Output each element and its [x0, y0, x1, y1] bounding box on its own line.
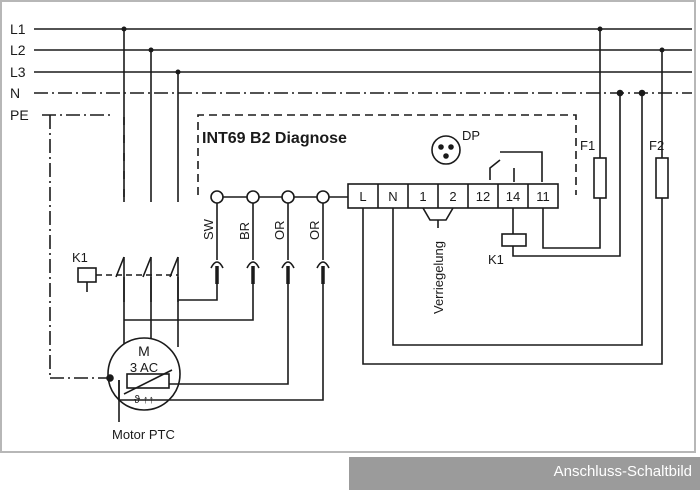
wire-label-or-2: OR: [307, 221, 322, 241]
caption-bar: Anschluss-Schaltbild: [349, 457, 700, 490]
motor-type: 3 AC: [130, 360, 158, 375]
terminal-1: 1: [419, 189, 426, 204]
device-title: INT69 B2 Diagnose: [202, 130, 347, 147]
interlock-label: Verriegelung: [431, 241, 446, 314]
diagram-frame: L1 L2 L3 N PE INT69 B2 Diagnose DP F1 F2…: [0, 0, 696, 453]
wire-label-or-1: OR: [272, 221, 287, 241]
label-PE: PE: [10, 107, 29, 123]
label-L1: L1: [10, 21, 26, 37]
wire-label-br: BR: [237, 222, 252, 240]
wiring-diagram: L1 L2 L3 N PE INT69 B2 Diagnose DP F1 F2…: [10, 21, 692, 442]
figure-caption: Anschluss-Schaltbild: [553, 463, 692, 480]
motor-letter: M: [138, 343, 150, 359]
terminal-N: N: [388, 189, 397, 204]
terminal-14: 14: [506, 189, 520, 204]
terminal-L: L: [359, 189, 366, 204]
fuse-f1-label: F1: [580, 138, 595, 153]
ptc-symbol: ϑ ↑↑: [134, 394, 154, 406]
fuse-f2-label: F2: [649, 138, 664, 153]
contactor-label: K1: [72, 250, 88, 265]
label-L2: L2: [10, 42, 26, 58]
terminal-2: 2: [449, 189, 456, 204]
wire-label-sw: SW: [201, 218, 216, 240]
terminal-12: 12: [476, 189, 490, 204]
dp-label: DP: [462, 128, 480, 143]
label-L3: L3: [10, 64, 26, 80]
motor-caption: Motor PTC: [112, 427, 175, 442]
terminal-11: 11: [536, 189, 550, 204]
label-N: N: [10, 85, 20, 101]
coil-label: K1: [488, 252, 504, 267]
